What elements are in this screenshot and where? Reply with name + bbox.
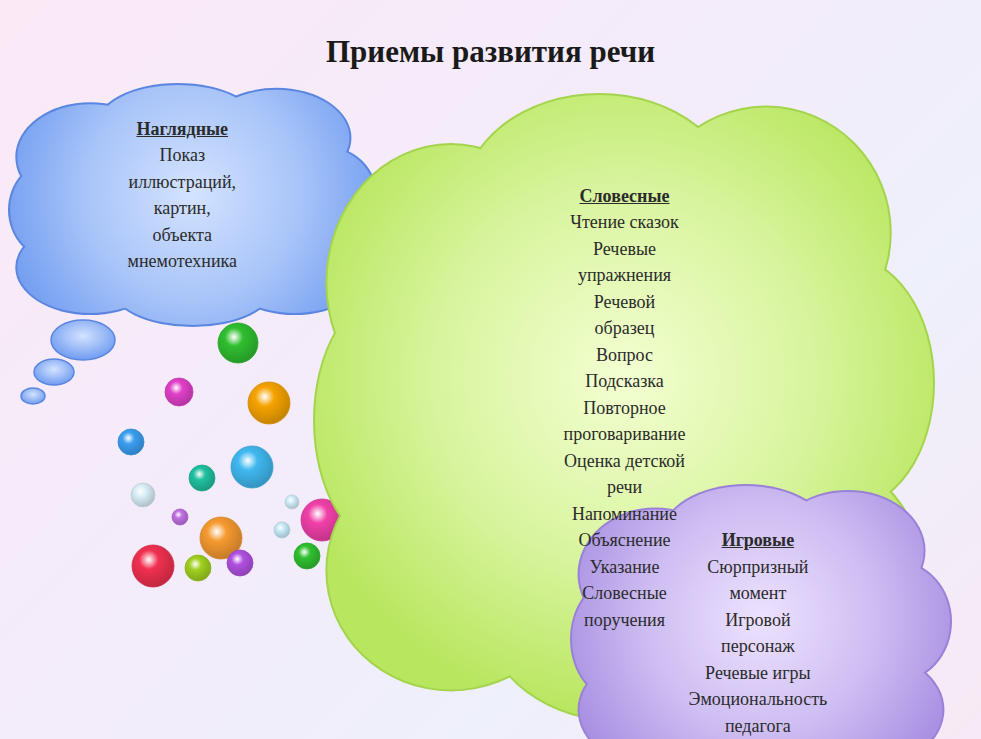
cloud-heading: Наглядные bbox=[127, 116, 238, 143]
cloud-item: Объяснение bbox=[563, 527, 686, 554]
cloud-heading: Словесные bbox=[563, 183, 686, 210]
cloud-item: Речевые игры bbox=[688, 660, 828, 687]
cloud-item: Эмоциональность педагога bbox=[688, 686, 828, 739]
cloud-item: Подсказка bbox=[563, 368, 686, 395]
cloud-text: СловесныеЧтение сказокРечевые упражнения… bbox=[563, 183, 686, 634]
bubbles bbox=[118, 323, 343, 587]
cloud-item: Словесные поручения bbox=[563, 580, 686, 633]
bubble bbox=[274, 522, 290, 538]
cloud-item: Сюрпризный момент bbox=[688, 554, 828, 607]
bubble bbox=[285, 495, 299, 509]
bubble bbox=[294, 543, 320, 569]
bubble bbox=[172, 509, 188, 525]
cloud-item: Речевой образец bbox=[563, 289, 686, 342]
cloud-item: Речевые упражнения bbox=[563, 236, 686, 289]
bubble bbox=[118, 429, 144, 455]
cloud-item: Оценка детской речи bbox=[563, 448, 686, 501]
cloud-heading: Игровые bbox=[688, 527, 828, 554]
bubble bbox=[132, 545, 174, 587]
title: Приемы развития речи bbox=[0, 34, 981, 70]
bubble bbox=[248, 382, 290, 424]
cloud-item: Указание bbox=[563, 554, 686, 581]
cloud-item: Повторное проговаривание bbox=[563, 395, 686, 448]
bubble bbox=[165, 378, 193, 406]
cloud-item: Чтение сказок bbox=[563, 209, 686, 236]
bubble bbox=[189, 465, 215, 491]
bubble bbox=[227, 550, 253, 576]
bubble bbox=[231, 446, 273, 488]
cloud-text: НаглядныеПоказ иллюстраций, картин, объе… bbox=[127, 116, 238, 275]
bubble bbox=[185, 555, 211, 581]
cloud-node: НаглядныеПоказ иллюстраций, картин, объе… bbox=[10, 85, 375, 325]
cloud-item: Игровой персонаж bbox=[688, 607, 828, 660]
bubble bbox=[131, 483, 155, 507]
cloud-item: Показ иллюстраций, картин, объекта мнемо… bbox=[127, 142, 238, 275]
cloud-item: Вопрос bbox=[563, 342, 686, 369]
cloud-item: Напоминание bbox=[563, 501, 686, 528]
bubble bbox=[218, 323, 258, 363]
cloud-text: ИгровыеСюрпризный моментИгровой персонаж… bbox=[688, 527, 828, 739]
